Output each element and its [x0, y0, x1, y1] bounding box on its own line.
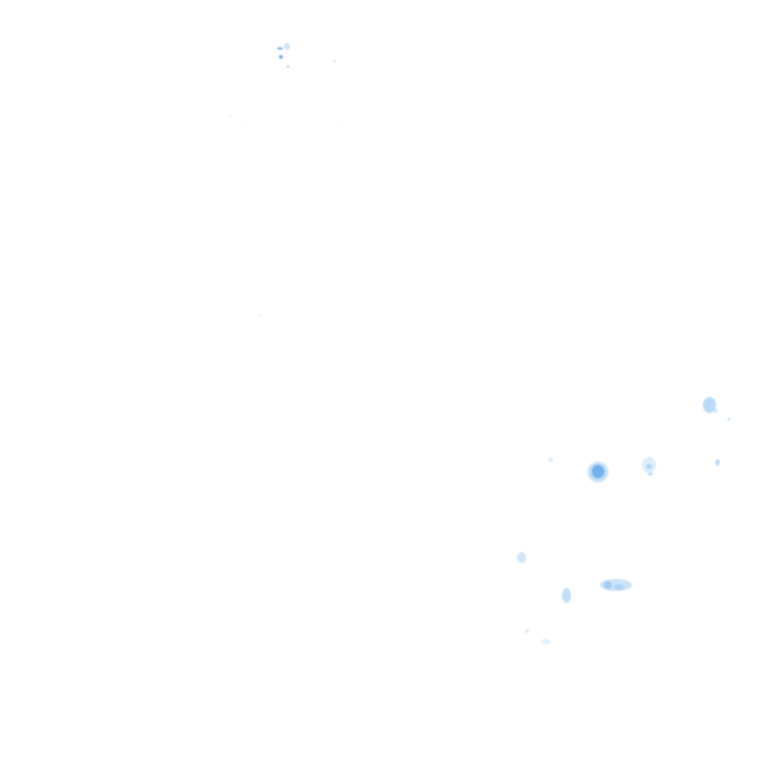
speck-ring-small: [548, 457, 553, 462]
speck-isolated-dot-3: [246, 122, 248, 124]
speck-cluster-east-dot2: [648, 472, 653, 476]
speck-ne-cluster-main: [703, 397, 716, 413]
speck-top-right-dot: [333, 60, 336, 63]
speck-top-dot-faint: [286, 65, 290, 68]
speck-horizontal-dense1: [604, 581, 612, 589]
speck-top-wisp: [284, 43, 290, 50]
speck-horizontal-dense2: [614, 584, 624, 590]
speck-bottom-streak: [540, 639, 551, 644]
speck-main-blob-core: [592, 465, 604, 478]
speck-ne-cluster-dot: [727, 417, 731, 421]
speck-mid-left-dot: [259, 314, 262, 316]
speck-cross-small: [517, 552, 526, 563]
speck-top-dash: [277, 47, 283, 50]
speck-isolated-dot-2: [336, 120, 338, 122]
speck-diagonal-streak: [562, 588, 571, 603]
speck-top-dot-dark: [279, 55, 283, 59]
speck-bottom-dot: [525, 629, 529, 633]
speck-ne-cluster-tail: [713, 408, 718, 413]
speck-right-edge: [715, 459, 720, 466]
speck-isolated-dot-1: [228, 115, 231, 117]
speck-cluster-east-dot1: [646, 464, 652, 469]
